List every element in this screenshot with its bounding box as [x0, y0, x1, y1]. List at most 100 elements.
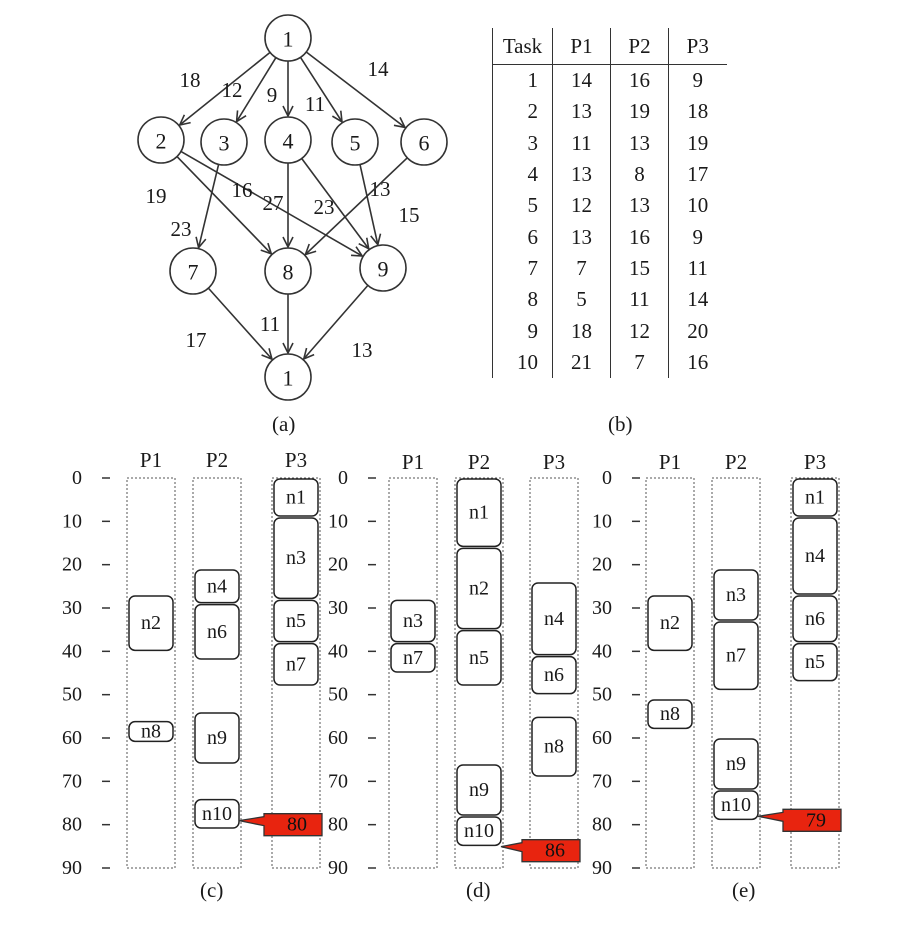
edge-weight-label: 11 — [260, 312, 280, 336]
task-label: n1 — [469, 502, 489, 524]
axis-tick-label: 10 — [592, 510, 612, 532]
header-p2: P2 — [610, 28, 669, 65]
task-label: n5 — [469, 647, 489, 669]
caption-a: (a) — [272, 412, 296, 436]
task-block-n9: n9 — [194, 712, 240, 764]
makespan-value: 80 — [287, 814, 307, 836]
axis-tick-label: 60 — [328, 727, 348, 749]
axis-tick-label: 60 — [592, 727, 612, 749]
cost-cell: 11 — [668, 252, 727, 285]
cost-cell: 13 — [552, 158, 611, 191]
axis-tick-label: 50 — [62, 684, 82, 706]
task-block-n9: n9 — [456, 764, 502, 816]
task-id-cell: 9 — [492, 315, 553, 347]
task-block-n4: n4 — [194, 569, 240, 604]
cost-cell: 18 — [668, 96, 727, 128]
edge-top-n5: 11 — [299, 56, 342, 121]
axis-tick-label: 30 — [62, 597, 82, 619]
graph-node-top: 1 — [264, 14, 312, 62]
processor-column-p1: P1 — [645, 450, 695, 869]
graph-node-n9: 9 — [359, 244, 407, 292]
edge-weight-label: 12 — [222, 78, 243, 102]
task-label: n2 — [141, 612, 161, 634]
processor-label: P1 — [659, 450, 681, 474]
graph-node-n6: 6 — [400, 118, 448, 166]
task-block-n5: n5 — [456, 629, 502, 686]
task-id-cell: 3 — [492, 127, 553, 159]
processor-label: P3 — [543, 450, 565, 474]
cost-cell: 13 — [552, 96, 611, 128]
edge-n2-n9: 16 — [180, 150, 362, 256]
caption-c: (c) — [200, 878, 224, 902]
task-label: n3 — [403, 610, 423, 632]
task-label: n9 — [726, 753, 746, 775]
task-block-n8: n8 — [531, 716, 577, 777]
makespan-value: 79 — [806, 809, 826, 831]
makespan-marker: 80 — [238, 813, 323, 837]
task-block-n3: n3 — [273, 517, 319, 600]
axis-tick-label: 90 — [62, 857, 82, 879]
task-block-n8: n8 — [647, 699, 693, 730]
task-block-n6: n6 — [194, 603, 240, 660]
processor-column-p1: P1 — [388, 450, 438, 869]
task-block-n4: n4 — [792, 517, 838, 595]
edge-weight-label: 16 — [232, 178, 253, 202]
cost-cell: 7 — [552, 252, 611, 285]
caption-d: (d) — [466, 878, 491, 902]
cost-cell: 13 — [610, 190, 669, 222]
edge-n5-n9: 13 — [359, 164, 391, 244]
task-block-n4: n4 — [531, 582, 577, 656]
task-block-n5: n5 — [792, 642, 838, 682]
edge-top-n2: 18 — [180, 51, 271, 125]
processor-label: P2 — [468, 450, 490, 474]
task-block-n3: n3 — [390, 599, 436, 643]
task-label: n7 — [726, 645, 746, 667]
task-block-n7: n7 — [390, 642, 436, 673]
task-block-n2: n2 — [647, 595, 693, 652]
task-label: n3 — [726, 584, 746, 606]
cost-cell: 16 — [668, 346, 727, 378]
edge-weight-label: 15 — [399, 203, 420, 227]
task-block-n2: n2 — [128, 595, 174, 652]
cost-cell: 14 — [668, 284, 727, 316]
task-label: n4 — [805, 545, 825, 567]
task-block-n1: n1 — [792, 478, 838, 517]
graph-node-n2: 2 — [137, 116, 185, 164]
task-label: n7 — [403, 647, 423, 669]
task-label: n10 — [721, 794, 751, 816]
axis-tick-label: 40 — [328, 640, 348, 662]
axis-tick-label: 30 — [328, 597, 348, 619]
task-label: n6 — [805, 608, 825, 630]
header-p1: P1 — [552, 28, 611, 65]
processor-column-p1: P1 — [126, 448, 176, 869]
axis-tick-label: 70 — [62, 770, 82, 792]
node-label: 3 — [219, 131, 230, 156]
task-label: n6 — [207, 621, 227, 643]
processor-label: P2 — [206, 448, 228, 472]
task-id-cell: 1 — [492, 64, 553, 97]
cost-cell: 8 — [610, 158, 669, 191]
node-label: 1 — [283, 27, 294, 52]
task-block-n10: n10 — [456, 816, 502, 847]
node-label: 2 — [156, 129, 167, 154]
node-label: 7 — [188, 260, 199, 285]
task-label: n8 — [141, 721, 161, 743]
edge-weight-label: 13 — [370, 177, 391, 201]
task-id-cell: 6 — [492, 221, 553, 253]
cost-cell: 15 — [610, 252, 669, 285]
axis-tick-label: 90 — [592, 857, 612, 879]
axis-tick-label: 0 — [602, 467, 612, 489]
task-block-n2: n2 — [456, 547, 502, 630]
axis-tick-label: 60 — [62, 727, 82, 749]
processor-label: P1 — [140, 448, 162, 472]
cost-cell: 16 — [610, 221, 669, 253]
axis-tick-label: 50 — [328, 684, 348, 706]
task-id-cell: 2 — [492, 96, 553, 128]
edge-n9-bottom: 13 — [304, 284, 373, 362]
cost-cell: 14 — [552, 64, 611, 97]
edge-n6-n8: 15 — [305, 157, 420, 255]
task-id-cell: 5 — [492, 190, 553, 222]
